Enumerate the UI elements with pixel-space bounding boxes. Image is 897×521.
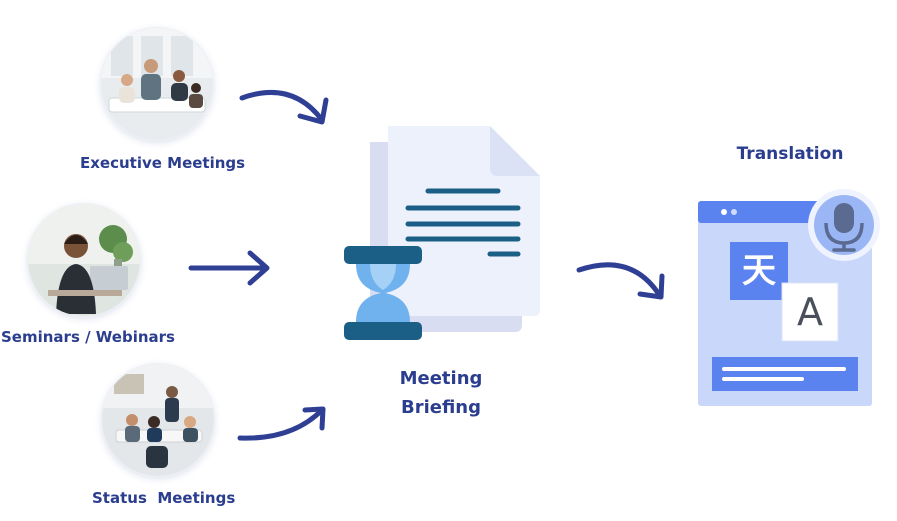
meeting-briefing-document-icon xyxy=(344,126,540,340)
arrow-briefing-to-translation xyxy=(576,262,663,299)
translation-app-icon xyxy=(698,189,880,406)
microphone-icon xyxy=(808,189,880,261)
arrow-executive-to-briefing xyxy=(239,89,325,123)
meeting-briefing-label: Meeting Briefing xyxy=(385,364,497,422)
status-meetings-label: Status Meetings xyxy=(92,489,236,507)
executive-meetings-photo xyxy=(101,28,213,140)
executive-meetings-label: Executive Meetings xyxy=(80,154,246,172)
target-language-glyph: A xyxy=(797,290,823,334)
seminars-webinars-label: Seminars / Webinars xyxy=(1,328,175,346)
meeting-briefing-line1: Meeting xyxy=(399,368,483,389)
translation-title: Translation xyxy=(736,144,844,164)
arrow-status-to-briefing xyxy=(237,407,325,441)
hourglass-icon xyxy=(344,246,422,340)
meeting-briefing-line2: Briefing xyxy=(400,397,481,418)
source-language-glyph: 天 xyxy=(742,251,776,291)
